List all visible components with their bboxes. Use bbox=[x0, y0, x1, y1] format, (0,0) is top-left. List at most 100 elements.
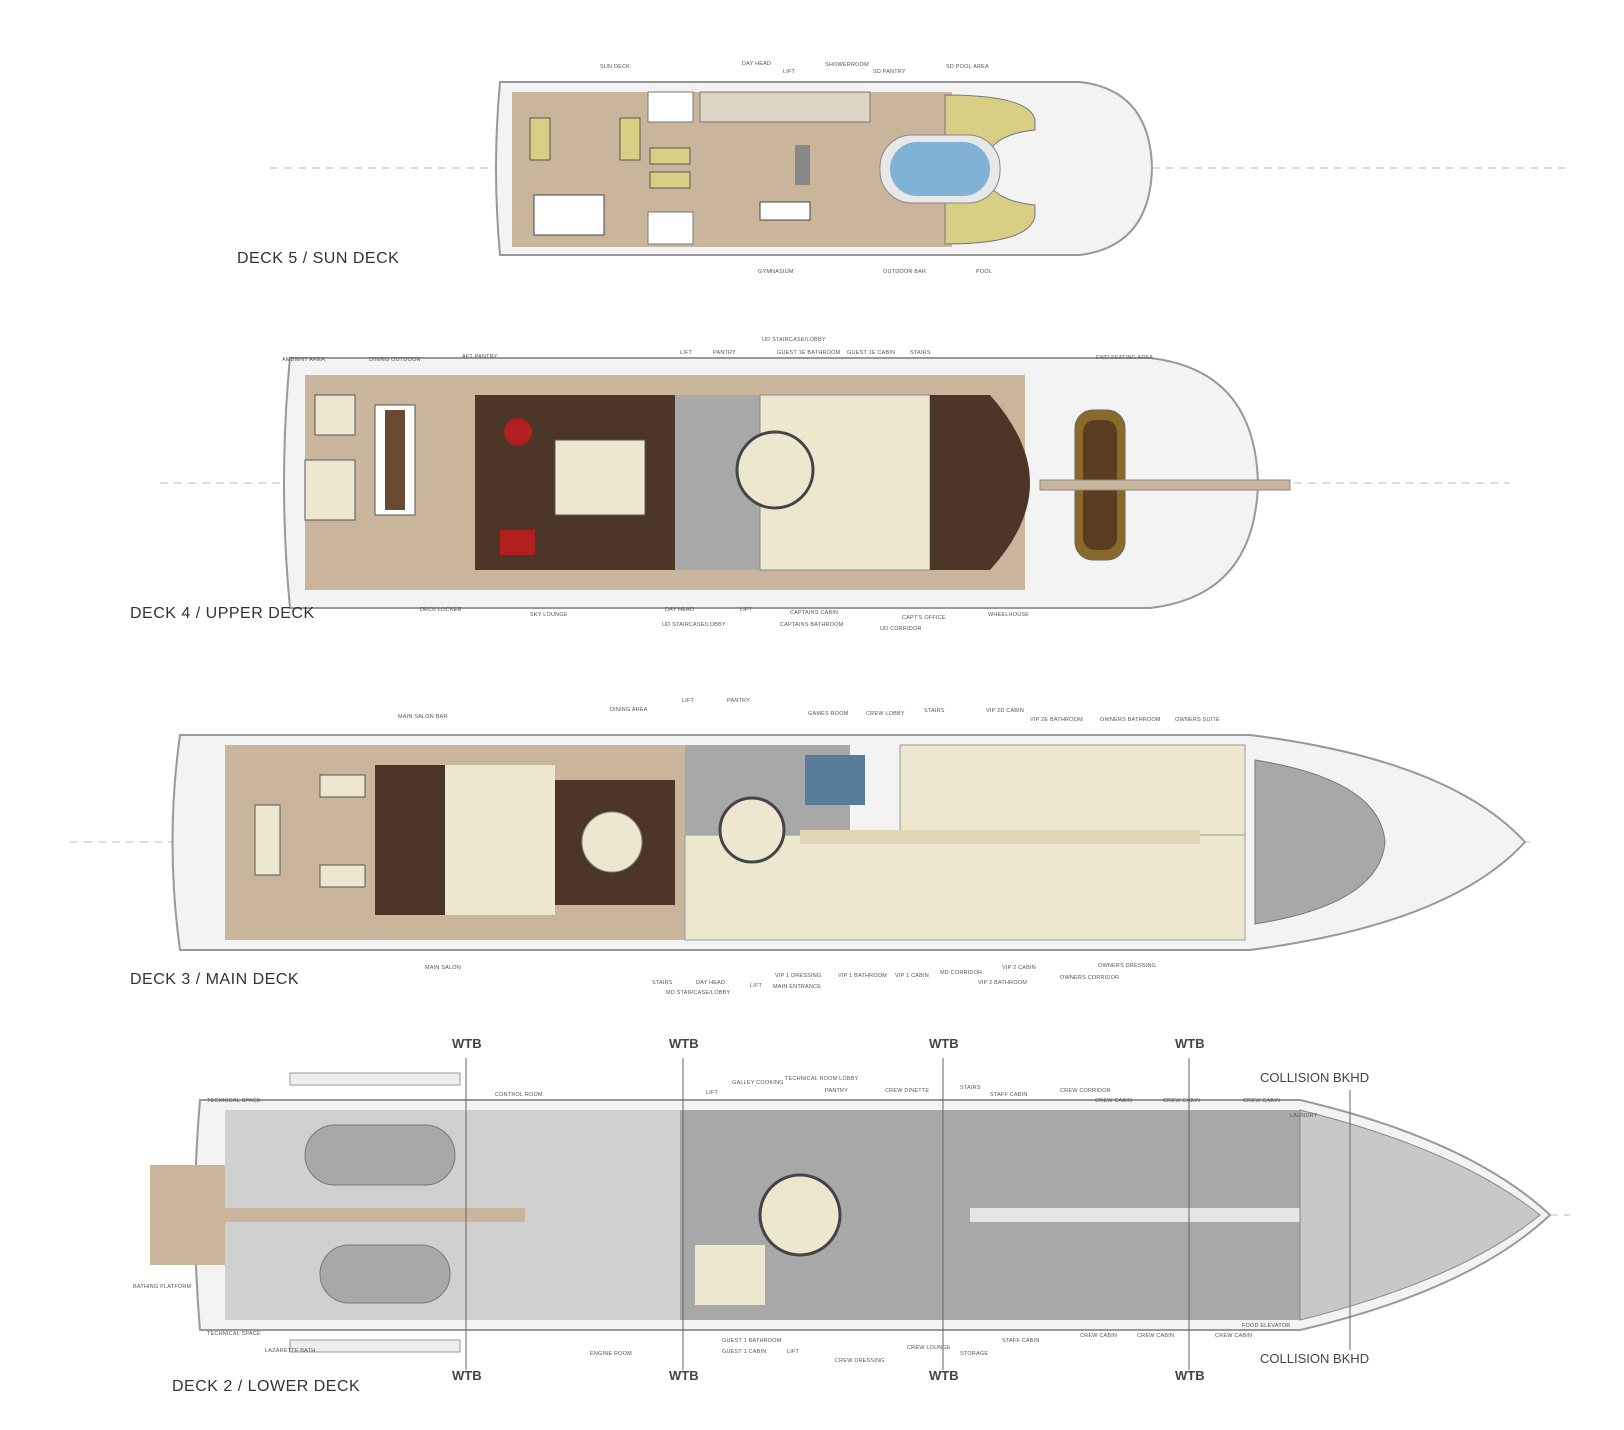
room-label: MD CORRIDOR bbox=[940, 970, 983, 976]
room-label: DAY HEAD bbox=[696, 980, 726, 986]
room-label: LIFT bbox=[682, 698, 695, 704]
wtb-label: WTB bbox=[1175, 1036, 1205, 1051]
room-label: CREW DRESSING bbox=[835, 1358, 885, 1364]
room-label: AFT PANTRY bbox=[462, 354, 498, 360]
room-label: GAMES ROOM bbox=[808, 711, 849, 717]
room-label: DAY HEAD bbox=[665, 607, 695, 613]
room-label: SUN DECK bbox=[600, 64, 631, 70]
wtb-label: WTB bbox=[452, 1036, 482, 1051]
room-label: CREW CABIN bbox=[1137, 1333, 1175, 1339]
room-label: GYMNASIUM bbox=[758, 269, 794, 275]
room-label: DINING AREA bbox=[610, 707, 648, 713]
room-label: UD CORRIDOR bbox=[880, 626, 922, 632]
room-label: LIFT bbox=[750, 983, 763, 989]
room-label: VIP 1 BATHROOM bbox=[838, 973, 888, 979]
wtb-label: WTB bbox=[669, 1036, 699, 1051]
deck-5-drawing bbox=[495, 81, 1154, 256]
room-label: GUEST 1E BATHROOM bbox=[777, 350, 841, 356]
room-label: CREW DINETTE bbox=[885, 1088, 930, 1094]
deck-4-title: DECK 4 / UPPER DECK bbox=[130, 605, 315, 622]
room-label: TECHNICAL SPACE bbox=[207, 1331, 261, 1337]
collision-bulkhead-label: COLLISION BKHD bbox=[1260, 1070, 1370, 1085]
room-label: SD PANTRY bbox=[873, 69, 906, 75]
wtb-label: WTB bbox=[1175, 1368, 1205, 1383]
room-label: WHEELHOUSE bbox=[988, 612, 1030, 618]
room-label: TECHNICAL ROOM LOBBY bbox=[785, 1076, 859, 1082]
room-label: LIFT bbox=[706, 1090, 719, 1096]
room-label: OUTDOOR BAR bbox=[883, 269, 927, 275]
room-label: STAFF CABIN bbox=[990, 1092, 1028, 1098]
room-label: CAPT'S OFFICE bbox=[902, 615, 946, 621]
room-label: OWNERS SUITE bbox=[1175, 717, 1220, 723]
room-label: GALLEY COOKING bbox=[732, 1080, 784, 1086]
room-label: STAIRS bbox=[910, 350, 931, 356]
room-label: LIFT bbox=[740, 607, 753, 613]
room-label: AMBIENT AREA bbox=[282, 357, 325, 363]
room-label: OWNERS CORRIDOR bbox=[1060, 975, 1120, 981]
room-label: SD POOL AREA bbox=[946, 64, 989, 70]
room-label: CAPTAINS CABIN bbox=[790, 610, 839, 616]
deck-2-drawing bbox=[150, 1072, 1552, 1353]
collision-bulkhead-label: COLLISION BKHD bbox=[1260, 1351, 1370, 1366]
room-label: CREW CABIN bbox=[1095, 1098, 1133, 1104]
room-label: ENGINE ROOM bbox=[590, 1351, 632, 1357]
room-label: VIP 1 CABIN bbox=[895, 973, 929, 979]
wtb-label: WTB bbox=[669, 1368, 699, 1383]
room-label: UD STAIRCASE/LOBBY bbox=[662, 622, 726, 628]
room-label: VIP 2E BATHROOM bbox=[1030, 717, 1083, 723]
room-label: LIFT bbox=[783, 69, 796, 75]
room-label: GUEST 1E CABIN bbox=[847, 350, 896, 356]
deck-5-title: DECK 5 / SUN DECK bbox=[237, 250, 400, 267]
room-label: PANTRY bbox=[825, 1088, 849, 1094]
bulkhead-lines bbox=[465, 1058, 1351, 1370]
deck-4-drawing bbox=[283, 357, 1291, 609]
room-label: DECK LOCKER bbox=[420, 607, 462, 613]
room-label: SKY LOUNGE bbox=[530, 612, 568, 618]
room-label: LIFT bbox=[680, 350, 693, 356]
wtb-label: WTB bbox=[452, 1368, 482, 1383]
room-label: CONTROL ROOM bbox=[495, 1092, 543, 1098]
centerlines bbox=[70, 167, 1570, 1216]
room-label: VIP 1 DRESSING bbox=[775, 973, 822, 979]
room-label: CREW LOBBY bbox=[866, 711, 905, 717]
room-label: PANTRY bbox=[727, 698, 751, 704]
room-label: STAIRS bbox=[960, 1085, 981, 1091]
room-label: DINING OUTDOOR bbox=[369, 357, 421, 363]
room-label: FWD SEATING AREA bbox=[1096, 355, 1154, 361]
room-label: STAFF CABIN bbox=[1002, 1338, 1040, 1344]
room-label: POOL bbox=[976, 269, 993, 275]
room-label: CREW CABIN bbox=[1243, 1098, 1281, 1104]
wtb-label: WTB bbox=[929, 1368, 959, 1383]
room-label: CREW CABIN bbox=[1163, 1098, 1201, 1104]
room-label: FOOD ELEVATOR bbox=[1242, 1323, 1291, 1329]
room-label: BATHING PLATFORM bbox=[133, 1284, 192, 1290]
room-label: PANTRY bbox=[713, 350, 737, 356]
room-label: CREW CORRIDOR bbox=[1060, 1088, 1111, 1094]
deck-3-title: DECK 3 / MAIN DECK bbox=[130, 971, 300, 988]
room-label: LAZARETTE BATH bbox=[265, 1348, 316, 1354]
room-label: STAIRS bbox=[924, 708, 945, 714]
room-label: TECHNICAL SPACE bbox=[207, 1098, 261, 1104]
room-label: OWNERS BATHROOM bbox=[1100, 717, 1161, 723]
room-label: VIP 2 BATHROOM bbox=[978, 980, 1028, 986]
room-label: SHOWERROOM bbox=[825, 62, 869, 68]
room-label: MD STAIRCASE/LOBBY bbox=[666, 990, 731, 996]
room-label: GUEST 1 BATHROOM bbox=[722, 1338, 782, 1344]
room-label: CREW CABIN bbox=[1080, 1333, 1118, 1339]
room-label: LIFT bbox=[787, 1349, 800, 1355]
room-label: STORAGE bbox=[960, 1351, 989, 1357]
room-label: CREW LOUNGE bbox=[907, 1345, 951, 1351]
room-label: LAUNDRY bbox=[1290, 1113, 1318, 1119]
room-label: MAIN ENTRANCE bbox=[773, 984, 822, 990]
room-label: VIP 2D CABIN bbox=[986, 708, 1025, 714]
room-label: MAIN SALON BAR bbox=[398, 714, 448, 720]
room-label: STAIRS bbox=[652, 980, 673, 986]
room-label: MAIN SALON bbox=[425, 965, 461, 971]
deck-3-drawing bbox=[171, 734, 1527, 951]
wtb-label: WTB bbox=[929, 1036, 959, 1051]
room-label: CREW CABIN bbox=[1215, 1333, 1253, 1339]
deck-2-title: DECK 2 / LOWER DECK bbox=[172, 1378, 361, 1395]
room-label: OWNERS DRESSING bbox=[1098, 963, 1157, 969]
